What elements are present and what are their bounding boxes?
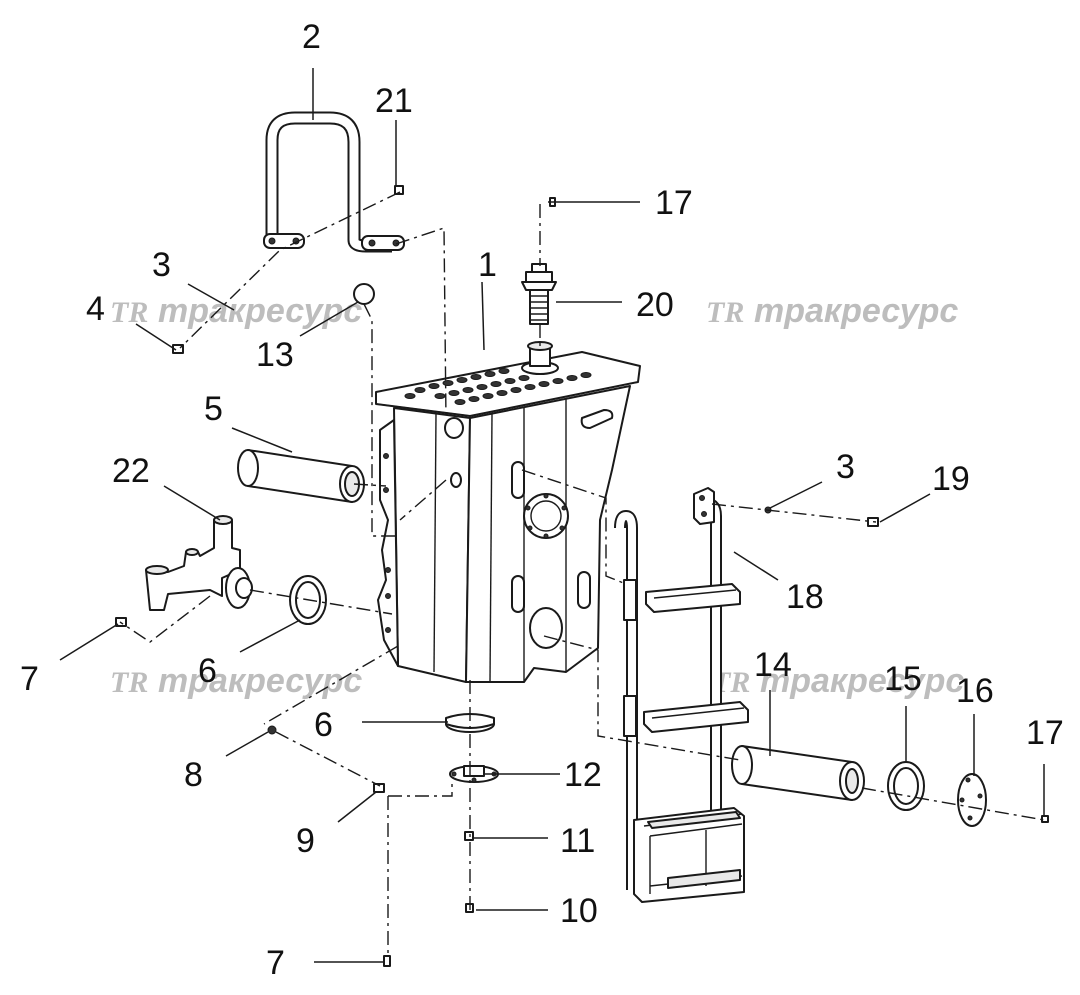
part-nut-11 bbox=[464, 831, 474, 841]
callout-14: 14 bbox=[754, 646, 792, 684]
callout-21: 21 bbox=[375, 82, 413, 120]
callout-12: 12 bbox=[564, 756, 602, 794]
callout-18: 18 bbox=[786, 578, 824, 616]
part-manifold bbox=[145, 515, 253, 611]
fastener-7-bottom bbox=[383, 955, 391, 967]
part-handrail bbox=[263, 111, 405, 253]
part-ring-right bbox=[887, 761, 925, 811]
callout-6-bottom: 6 bbox=[314, 706, 333, 744]
watermark-text: тракресурс bbox=[158, 292, 362, 330]
watermark-1: TR тракресурс bbox=[110, 292, 362, 330]
callout-11: 11 bbox=[560, 822, 595, 860]
fastener-21 bbox=[394, 185, 404, 195]
watermark-text: тракресурс bbox=[760, 662, 964, 700]
watermark-2: TR тракресурс bbox=[706, 292, 958, 330]
watermark-4: TR тракресурс bbox=[712, 662, 964, 700]
callout-3-left: 3 bbox=[152, 246, 171, 284]
callout-3-right: 3 bbox=[836, 448, 855, 486]
part-tank-body bbox=[375, 341, 641, 683]
fastener-9 bbox=[373, 783, 385, 793]
watermark-logo: TR bbox=[706, 296, 744, 329]
callout-8: 8 bbox=[184, 756, 203, 794]
callout-5: 5 bbox=[204, 390, 223, 428]
fastener-4 bbox=[172, 344, 184, 354]
callout-2: 2 bbox=[302, 18, 321, 56]
part-filter-left bbox=[237, 449, 365, 503]
fastener-17-right bbox=[1041, 815, 1049, 823]
callout-17-top: 17 bbox=[655, 184, 693, 222]
callout-6-left: 6 bbox=[198, 652, 217, 690]
callout-22: 22 bbox=[112, 452, 150, 490]
part-plug bbox=[353, 283, 375, 305]
watermark-text: тракресурс bbox=[754, 292, 958, 330]
assembly-lines bbox=[119, 191, 1045, 958]
top-perforations bbox=[404, 367, 592, 405]
part-filler-cap bbox=[521, 263, 557, 325]
part-ladder bbox=[614, 487, 749, 903]
callout-labels: 2 21 17 1 20 3 4 13 5 22 3 19 18 7 6 14 … bbox=[20, 18, 1064, 982]
watermark-logo: TR bbox=[110, 666, 148, 699]
watermark-3: TR тракресурс bbox=[110, 662, 362, 700]
callout-17-right: 17 bbox=[1026, 714, 1064, 752]
callout-13: 13 bbox=[256, 336, 294, 374]
callout-10: 10 bbox=[560, 892, 598, 930]
part-cover bbox=[957, 773, 987, 827]
watermark-text: тракресурс bbox=[158, 662, 362, 700]
callout-9: 9 bbox=[296, 822, 315, 860]
leader-lines bbox=[59, 68, 1045, 963]
watermark-logo: TR bbox=[110, 296, 148, 329]
callout-16: 16 bbox=[956, 672, 994, 710]
callout-7-left: 7 bbox=[20, 660, 39, 698]
callout-7-bottom: 7 bbox=[266, 944, 285, 982]
callout-15: 15 bbox=[884, 660, 922, 698]
part-filter-right bbox=[731, 745, 865, 801]
callout-20: 20 bbox=[636, 286, 674, 324]
callout-1: 1 bbox=[478, 246, 497, 284]
callout-19: 19 bbox=[932, 460, 970, 498]
fastener-8 bbox=[267, 725, 277, 735]
callout-4: 4 bbox=[86, 290, 105, 328]
